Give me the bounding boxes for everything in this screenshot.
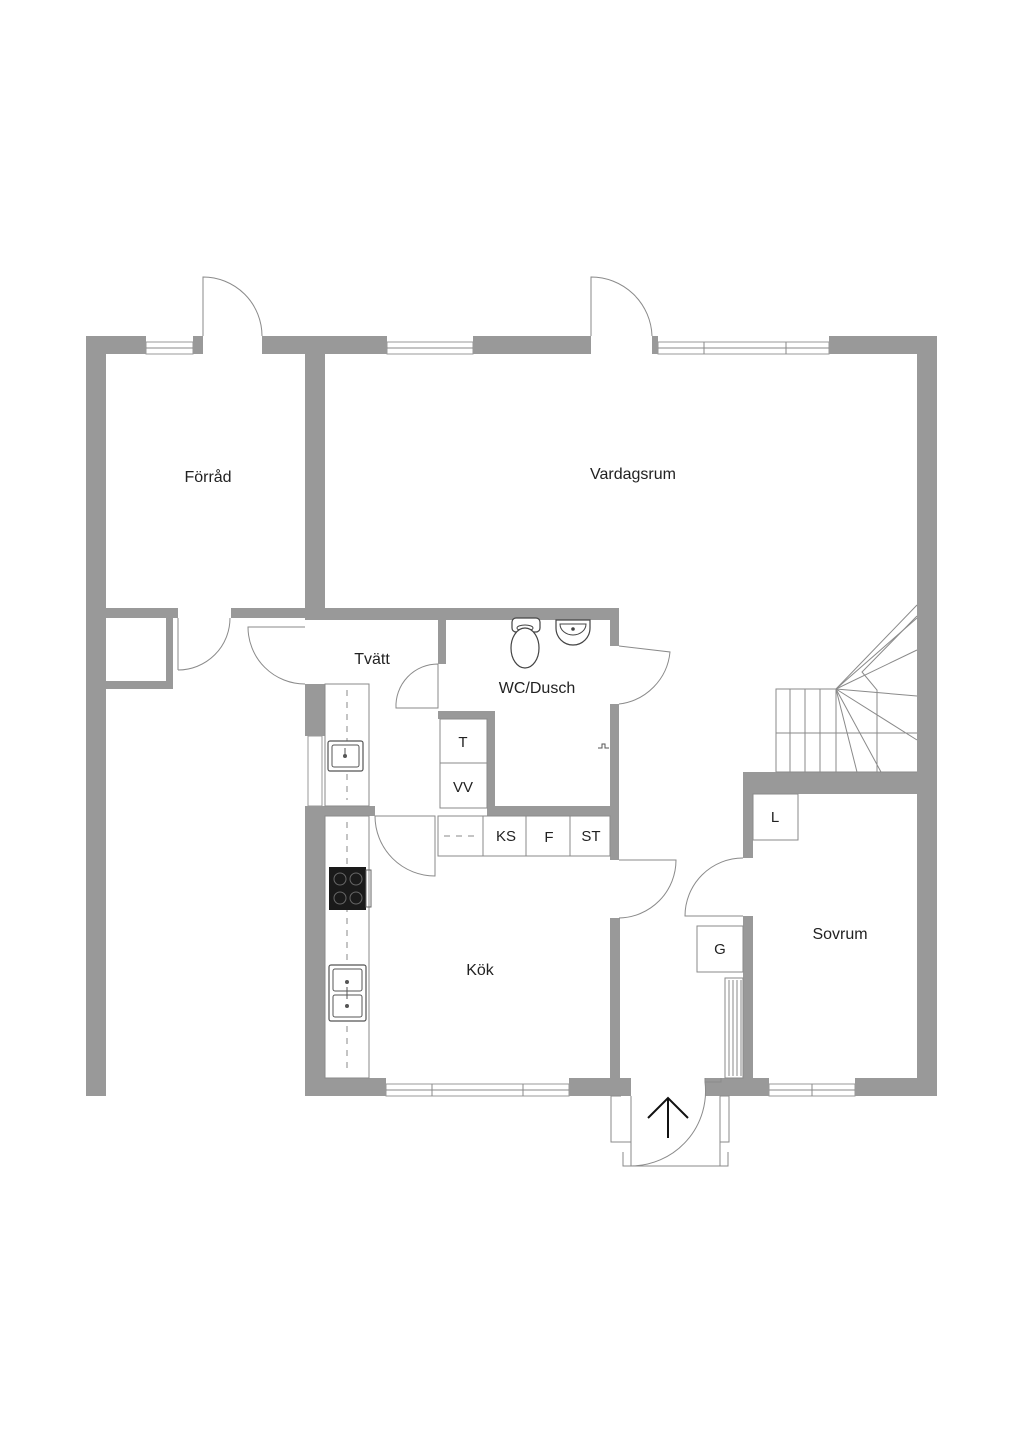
wall-sovrum-left-lower xyxy=(743,916,753,1096)
windows xyxy=(145,341,856,1097)
wall-wc-right xyxy=(610,608,619,646)
bottom-wall-3 xyxy=(705,1078,769,1096)
top-wall-3 xyxy=(262,336,387,354)
label-tvatt: Tvätt xyxy=(354,651,390,668)
label-l: L xyxy=(771,809,779,826)
label-t: T xyxy=(458,734,467,751)
door-vardagsrum xyxy=(590,276,653,337)
bottom-wall-4 xyxy=(855,1078,937,1096)
wall-sovrum-left-upper xyxy=(743,772,753,858)
stairs-icon xyxy=(775,604,918,773)
wall-kok-left xyxy=(305,806,325,1096)
wall-t-right xyxy=(487,711,495,811)
shower-tap-icon xyxy=(598,743,609,749)
doors xyxy=(177,276,744,1167)
door-kok-right xyxy=(618,859,677,919)
door-sovrum xyxy=(684,857,744,917)
counters xyxy=(324,683,370,1079)
label-ks: KS xyxy=(496,828,516,845)
tvatt-counter xyxy=(324,683,370,807)
walls xyxy=(86,336,937,1096)
fixture-labels: T VV KS F ST L G xyxy=(453,734,779,958)
label-vv: VV xyxy=(453,779,473,796)
hob-icon xyxy=(329,867,372,910)
top-wall-2 xyxy=(193,336,203,354)
door-forrad xyxy=(202,276,263,337)
wall-kok-right xyxy=(610,918,620,1096)
closet-bottom-wall xyxy=(106,681,173,689)
kok-counter xyxy=(324,815,370,1079)
label-sovrum: Sovrum xyxy=(812,926,867,943)
sink-icon xyxy=(328,964,367,1022)
wall-sovrum-top xyxy=(743,772,917,794)
arrow-up-icon xyxy=(647,1096,689,1138)
label-f: F xyxy=(544,829,553,846)
door-tvatt-kok xyxy=(374,815,436,877)
wall-tvatt-wc xyxy=(438,618,446,664)
top-wall-4 xyxy=(473,336,591,354)
wall-t-top xyxy=(438,711,494,719)
bottom-wall-2 xyxy=(569,1078,631,1096)
door-wc-left xyxy=(395,663,439,709)
toilet-icon xyxy=(510,617,541,669)
wall-forrad-bottom-2 xyxy=(231,608,325,618)
wall-tvatt-kok xyxy=(305,806,375,816)
wall-wc-bottom xyxy=(487,806,619,816)
wall-forrad-vardagsrum xyxy=(305,354,325,620)
label-kok: Kök xyxy=(466,962,495,979)
wall-wc-right-lower xyxy=(610,704,619,860)
washbasin-icon xyxy=(555,619,591,646)
radiator-icon xyxy=(724,977,744,1079)
door-tvatt xyxy=(247,626,306,685)
door-closet xyxy=(177,617,231,671)
closet-right-wall xyxy=(166,618,173,688)
label-vardagsrum: Vardagsrum xyxy=(590,466,676,483)
wall-tvatt-left xyxy=(305,684,325,736)
top-wall-5 xyxy=(652,336,658,354)
t-vv-box xyxy=(439,718,488,809)
right-outer-wall xyxy=(917,336,937,1096)
label-forrad: Förråd xyxy=(184,468,231,486)
left-outer-wall xyxy=(86,336,106,1096)
g-box xyxy=(696,925,744,973)
wall-tvatt-top xyxy=(305,608,619,620)
label-st: ST xyxy=(581,828,600,845)
top-wall-6 xyxy=(829,336,937,354)
bottom-wall-1 xyxy=(306,1078,386,1096)
label-g: G xyxy=(714,941,726,958)
label-wc-dusch: WC/Dusch xyxy=(499,680,575,697)
room-labels: Förråd Vardagsrum Tvätt WC/Dusch Kök Sov… xyxy=(184,466,867,979)
sink-icon xyxy=(327,740,364,772)
wall-forrad-bottom-1 xyxy=(106,608,178,618)
l-box xyxy=(752,793,799,841)
cabinets xyxy=(437,815,611,857)
window-tvatt xyxy=(307,735,323,807)
door-wc-right xyxy=(618,645,671,705)
